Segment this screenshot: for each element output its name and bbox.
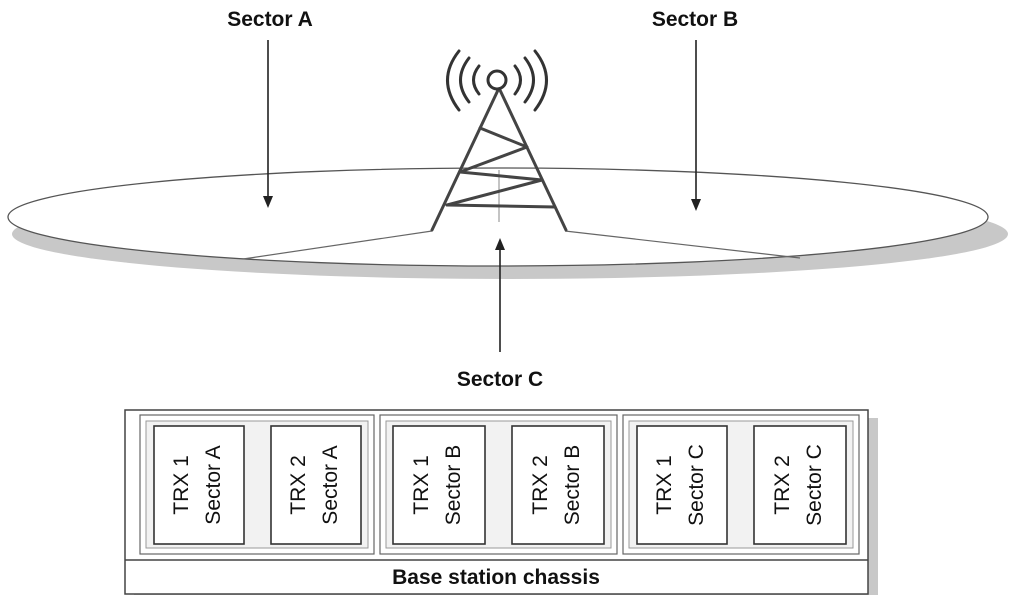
trx-card-sector: Sector A <box>319 445 342 524</box>
trx-card: TRX 1 Sector B <box>392 425 486 545</box>
chassis-group-sector-b: TRX 1 Sector B TRX 2 Sector B <box>379 414 618 555</box>
trx-card-number: TRX 2 <box>771 455 794 515</box>
trx-card-number: TRX 2 <box>287 455 310 515</box>
sector-c-label: Sector C <box>457 368 543 391</box>
trx-card-sector: Sector A <box>202 445 225 524</box>
sector-b-label: Sector B <box>652 8 738 31</box>
trx-card-sector: Sector C <box>803 444 826 526</box>
coverage-disc <box>7 167 989 267</box>
sector-divider-left <box>242 230 433 260</box>
trx-card: TRX 1 Sector A <box>153 425 245 545</box>
trx-card-number: TRX 1 <box>410 455 433 515</box>
chassis-group-sector-c: TRX 1 Sector C TRX 2 Sector C <box>622 414 860 555</box>
trx-card: TRX 2 Sector C <box>753 425 847 545</box>
trx-card: TRX 2 Sector B <box>511 425 605 545</box>
sector-divider-right <box>564 230 801 259</box>
trx-card-sector: Sector B <box>561 445 584 526</box>
trx-card: TRX 2 Sector A <box>270 425 362 545</box>
trx-card: TRX 1 Sector C <box>636 425 728 545</box>
trx-card-number: TRX 2 <box>529 455 552 515</box>
trx-card-sector: Sector C <box>685 444 708 526</box>
trx-card-sector: Sector B <box>442 445 465 526</box>
antenna-head <box>486 69 508 91</box>
antenna-tower-icon <box>430 86 568 232</box>
chassis-label: Base station chassis <box>392 566 600 589</box>
trx-card-number: TRX 1 <box>170 455 193 515</box>
sector-a-label: Sector A <box>227 8 313 31</box>
trx-card-number: TRX 1 <box>653 455 676 515</box>
chassis-group-sector-a: TRX 1 Sector A TRX 2 Sector A <box>139 414 375 555</box>
base-station-chassis: Base station chassis TRX 1 Sector A TRX … <box>124 409 869 595</box>
radio-waves-icon <box>446 49 548 112</box>
